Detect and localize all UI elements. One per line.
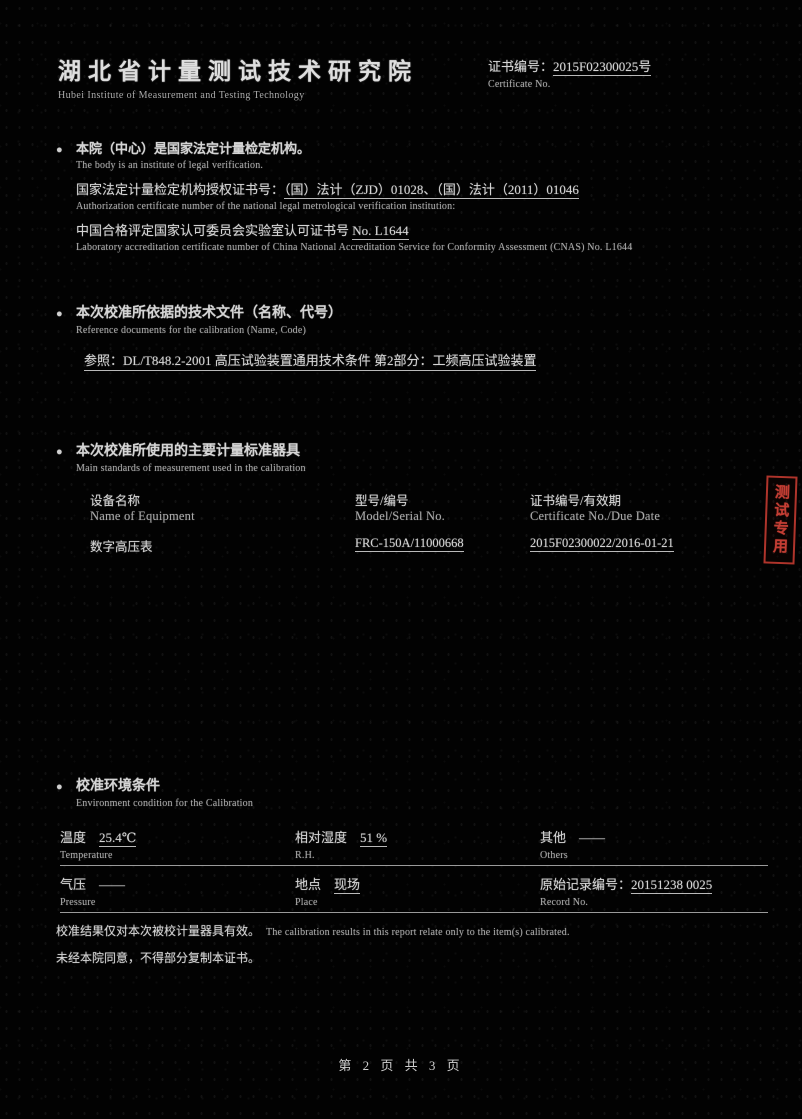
bullet-icon: ● [56,780,63,793]
environment-title-en: Environment condition for the Calibratio… [76,798,254,809]
authorization-cert-label-cn: 国家法定计量检定机构授权证书号： [76,182,285,197]
col-header-model-en: Model/Serial No. [355,509,445,523]
bullet-icon: ● [56,144,63,157]
reference-document-entry: 参照：DL/T848.2-2001 高压试验装置通用技术条件 第2部分：工频高压… [84,350,537,371]
institute-title-en: Hubei Institute of Measurement and Testi… [58,90,305,101]
others-label-en: Others [540,850,568,861]
pressure-value: —— [99,877,126,892]
section-measurement-standards: ● 本次校准所使用的主要计量标准器具 Main standards of meas… [56,440,768,555]
certificate-number-label-en: Certificate No. [488,79,551,90]
place-label-en: Place [295,897,318,908]
measurement-standards-title-en: Main standards of measurement used in th… [76,463,306,474]
authorization-cert-numbers: （国）法计（ZJD）01028、（国）法计（2011）01046 [284,182,579,199]
environment-title-cn: 校准环境条件 [76,779,160,794]
bullet-icon: ● [56,445,63,458]
record-no-label-cn: 原始记录编号： [540,877,632,892]
cnas-cert-label-en: Laboratory accreditation certificate num… [76,242,633,253]
certificate-number-label-cn: 证书编号： [488,59,554,74]
record-no-value: 20151238 0025 [631,877,713,894]
col-header-cert-cn: 证书编号/有效期 [530,494,621,508]
notes: 校准结果仅对本次被校计量器具有效。 The calibration result… [56,922,756,966]
pressure-label-en: Pressure [60,897,96,908]
page-number: 第 2 页 共 3 页 [338,1058,464,1073]
certificate-number-block: 证书编号：2015F02300025号 Certificate No. [488,56,652,90]
reference-documents-title-en: Reference documents for the calibration … [76,325,307,336]
legal-status-line-cn: 本院（中心）是国家法定计量检定机构。 [76,141,311,156]
equipment-name: 数字高压表 [90,540,153,554]
temperature-label-en: Temperature [60,850,113,861]
note-reproduction-cn: 未经本院同意，不得部分复制本证书。 [56,951,261,965]
humidity-label-en: R.H. [295,850,315,861]
col-header-name-cn: 设备名称 [90,494,141,508]
measurement-standards-title-cn: 本次校准所使用的主要计量标准器具 [76,444,300,459]
col-header-name-en: Name of Equipment [90,509,195,523]
header: 湖北省计量测试技术研究院 Hubei Institute of Measurem… [58,52,418,101]
pressure-label-cn: 气压 [60,877,87,892]
place-value: 现场 [334,877,361,894]
humidity-value: 51 % [360,830,388,847]
others-value: —— [579,830,606,845]
institute-title-cn: 湖北省计量测试技术研究院 [58,59,418,84]
equipment-cert-duedate: 2015F02300022/2016-01-21 [530,536,674,552]
standards-table-row: 数字高压表 FRC-150A/11000668 2015F02300022/20… [90,536,768,555]
note-validity-en: The calibration results in this report r… [266,927,570,938]
cnas-cert-number: No. L1644 [352,223,409,240]
col-header-model-cn: 型号/编号 [355,494,409,508]
temperature-label-cn: 温度 [60,830,87,845]
bullet-icon: ● [56,307,63,320]
environment-row-1: 温度 25.4℃ Temperature 相对湿度 51 % R.H. 其他 —… [60,827,768,866]
others-label-cn: 其他 [540,830,567,845]
red-stamp: 测试专用 [763,475,798,565]
col-header-cert-en: Certificate No./Due Date [530,509,661,523]
section-legal-status: ● 本院（中心）是国家法定计量检定机构。 The body is an insti… [56,138,756,253]
legal-status-line-en: The body is an institute of legal verifi… [76,160,264,171]
cnas-cert-label-cn: 中国合格评定国家认可委员会实验室认可证书号 [76,223,350,238]
section-environment-conditions: ● 校准环境条件 Environment condition for the Ca… [56,775,768,921]
certificate-number-value: 2015F02300025号 [553,59,652,76]
reference-documents-title-cn: 本次校准所依据的技术文件（名称、代号） [76,306,342,321]
temperature-value: 25.4℃ [99,830,137,847]
environment-row-2: 气压 —— Pressure 地点 现场 Place 原始记录编号：201512… [60,874,768,913]
place-label-cn: 地点 [295,877,322,892]
humidity-label-cn: 相对湿度 [295,830,348,845]
equipment-model-serial: FRC-150A/11000668 [355,536,464,552]
note-validity-cn: 校准结果仅对本次被校计量器具有效。 [56,924,255,938]
authorization-cert-label-en: Authorization certificate number of the … [76,201,456,212]
section-reference-documents: ● 本次校准所依据的技术文件（名称、代号） Reference documents… [56,302,756,371]
standards-table-header: 设备名称 型号/编号 证书编号/有效期 Name of Equipment Mo… [90,490,768,524]
record-no-label-en: Record No. [540,897,589,908]
